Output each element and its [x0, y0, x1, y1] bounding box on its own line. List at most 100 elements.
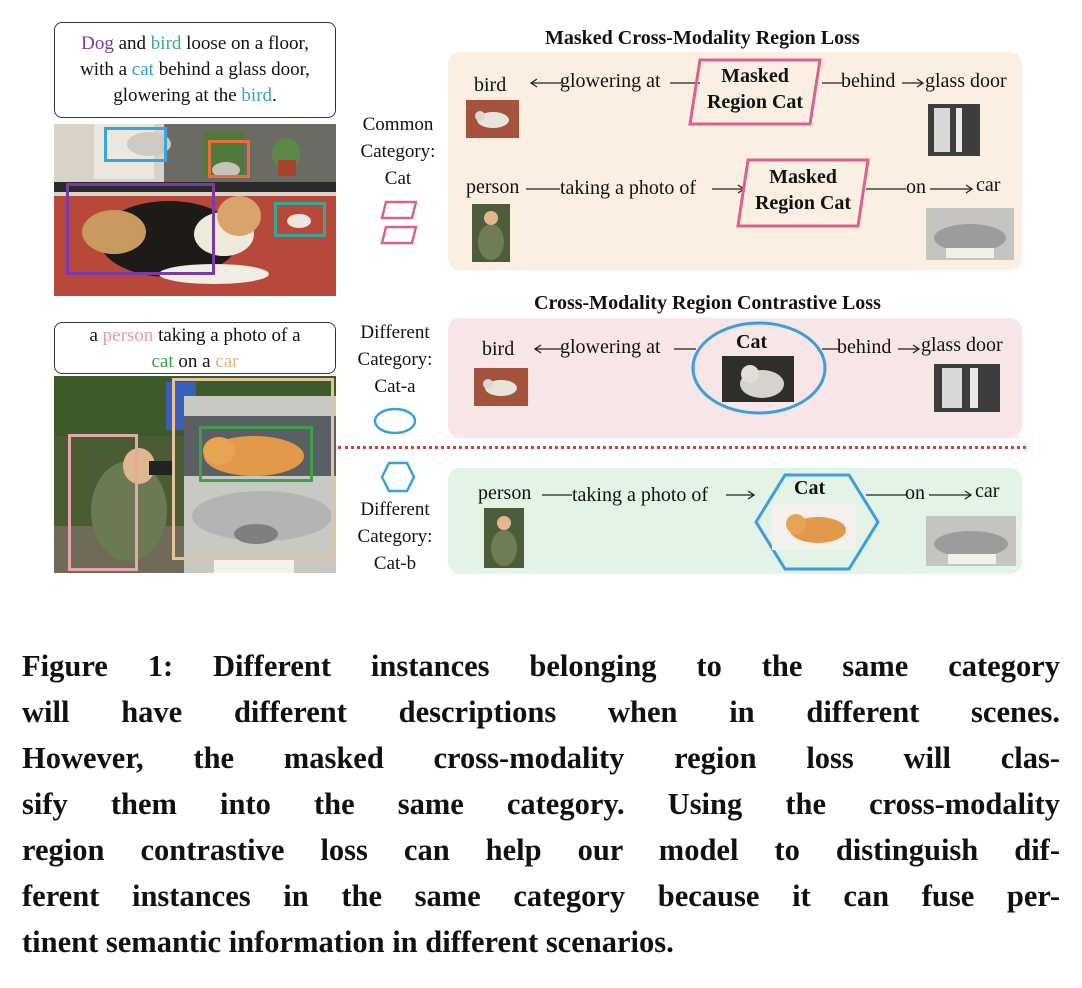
hexagon-icon [380, 461, 416, 493]
bbox-car-tan [172, 378, 334, 560]
panel1-row2-line-left [526, 188, 560, 190]
panel2-bird-thumbnail [474, 368, 528, 406]
top-caption-line-1: Dog and bird loose on a floor, [55, 31, 335, 57]
bbox-cat-green [199, 426, 313, 482]
car-thumbnail-image [926, 208, 1014, 260]
caption-segment: loose on a floor, [181, 33, 309, 54]
panel1-glass-door-thumbnail [928, 104, 980, 156]
panel1-row2-arrow-right [930, 184, 974, 194]
panel3-node-label: Cat [794, 477, 826, 499]
bottom-caption-line-1: a person taking a photo of a [55, 323, 335, 349]
caption-segment: Dog [81, 33, 114, 54]
side-label-common-line-1: Common [362, 114, 434, 135]
figure-caption-line-5: region contrastive loss can help our mod… [22, 833, 1060, 867]
figure-caption-line-3: However, the masked cross-modality regio… [22, 741, 1060, 775]
scene-photo-dog-bird-cat [54, 124, 336, 296]
person-thumbnail-image [472, 204, 510, 262]
side-label-b-line-3: Cat-b [373, 553, 417, 574]
panel2-glass-door-thumbnail [934, 364, 1000, 412]
panel1-row2-relation-1: taking a photo of [560, 177, 697, 199]
parallelogram-icons [380, 200, 418, 245]
bbox-dog-purple [66, 183, 215, 275]
bird-thumbnail-image [466, 100, 519, 138]
scene-photo-dog-bird-cat-illustration [54, 124, 336, 296]
bbox-person-pink [68, 434, 138, 571]
panel3-line-left [542, 494, 572, 496]
caption-segment: taking a photo of a [153, 325, 301, 346]
panel1-row2-line-from-node [866, 188, 906, 190]
panel2-relation-2: behind [837, 336, 892, 358]
side-label-common-line-3: Cat [384, 168, 412, 189]
caption-segment: with a [80, 59, 132, 80]
panel2-relation-1: glowering at [560, 336, 661, 358]
panel1-row2-masked-node [736, 158, 870, 228]
bbox-cat-blue [104, 127, 167, 162]
panel2-arrow-right [898, 344, 921, 354]
side-label-a-line-3: Cat-a [374, 376, 416, 397]
panel3-relation-2: on [905, 482, 925, 504]
bottom-caption-line-2: cat on a car [55, 349, 335, 375]
panel3-person-thumbnail [484, 508, 524, 568]
ellipse-icon [373, 407, 417, 435]
side-label-common-category: Common Category: Cat [343, 111, 453, 192]
panel3-car-thumbnail [926, 516, 1016, 566]
panel1-row1-masked-node [688, 58, 822, 126]
panel1-title: Masked Cross-Modality Region Loss [545, 27, 860, 49]
panel3-cat-hexagon-node [754, 473, 880, 571]
panel1-row2-node-line-2: Region Cat [754, 192, 852, 214]
panel2-line-to-node [674, 348, 696, 350]
bottom-scene-caption: a person taking a photo of a cat on a ca… [54, 322, 336, 374]
panel2-left-label: bird [482, 338, 515, 360]
panel1-bird-thumbnail [466, 100, 519, 138]
panel1-row1-arrow-right [902, 78, 925, 88]
caption-segment: bird [241, 85, 273, 106]
panel1-row2-left-label: person [466, 176, 520, 198]
top-caption-line-2: with a cat behind a glass door, [55, 57, 335, 83]
panel1-row1-node-text: Masked Region Cat [690, 63, 820, 115]
panel3-arrow-right [929, 490, 973, 500]
caption-segment: behind a glass door, [153, 59, 310, 80]
caption-segment: a [89, 325, 103, 346]
panel2-node-label: Cat [736, 331, 768, 353]
panel2-glass-door-thumbnail-image [934, 364, 1000, 412]
panel1-row1-arrow-left [529, 78, 562, 88]
glass-door-thumbnail-image [928, 104, 980, 156]
figure-caption-line-7: tinent semantic information in different… [22, 925, 674, 959]
side-label-different-category-a: Different Category: Cat-a [340, 319, 450, 400]
panel-divider-dotted [338, 446, 1026, 449]
panel1-row1-relation-1: glowering at [560, 70, 661, 92]
caption-segment: person [102, 325, 154, 346]
side-label-b-line-2: Category: [357, 526, 433, 547]
panel3-cat-thumbnail-image [772, 504, 856, 550]
panel1-row1-node-line-1: Masked [721, 65, 789, 87]
panel1-row1-right-label: glass door [925, 70, 1007, 92]
panel1-row2-right-label: car [976, 174, 1001, 196]
side-label-common-line-2: Category: [360, 141, 436, 162]
side-label-a-line-1: Different [360, 322, 430, 343]
figure-caption-line-2: will have different descriptions when in… [22, 695, 1060, 729]
panel1-row1-node-line-2: Region Cat [706, 91, 804, 113]
panel3-car-thumbnail-image [926, 516, 1016, 566]
panel1-row1-line-from-node [822, 82, 842, 84]
side-label-different-category-b: Different Category: Cat-b [340, 496, 450, 577]
figure-caption: Figure 1: Different instances belonging … [22, 643, 1060, 965]
panel2-right-label: glass door [921, 334, 1003, 356]
figure-caption-line-4: sify them into the same category. Using … [22, 787, 1060, 821]
panel3-cat-thumbnail [772, 504, 856, 550]
caption-segment: cat [131, 59, 154, 80]
scene-photo-person-cat-car [54, 376, 336, 573]
side-label-b-line-1: Different [360, 499, 430, 520]
panel3-relation-1: taking a photo of [572, 484, 709, 506]
panel2-cat-thumbnail [722, 356, 794, 402]
panel2-line-from-node [822, 348, 840, 350]
panel1-row1-relation-2: behind [841, 70, 896, 92]
top-caption-line-3: glowering at the bird. [55, 83, 335, 109]
top-scene-caption: Dog and bird loose on a floor, with a ca… [54, 22, 336, 118]
caption-segment: car [215, 351, 239, 372]
panel2-title: Cross-Modality Region Contrastive Loss [534, 292, 881, 314]
panel1-car-thumbnail [926, 208, 1014, 260]
panel3-person-thumbnail-image [484, 508, 524, 568]
bbox-bird-teal [274, 202, 326, 237]
panel1-row1-left-label: bird [474, 74, 507, 96]
